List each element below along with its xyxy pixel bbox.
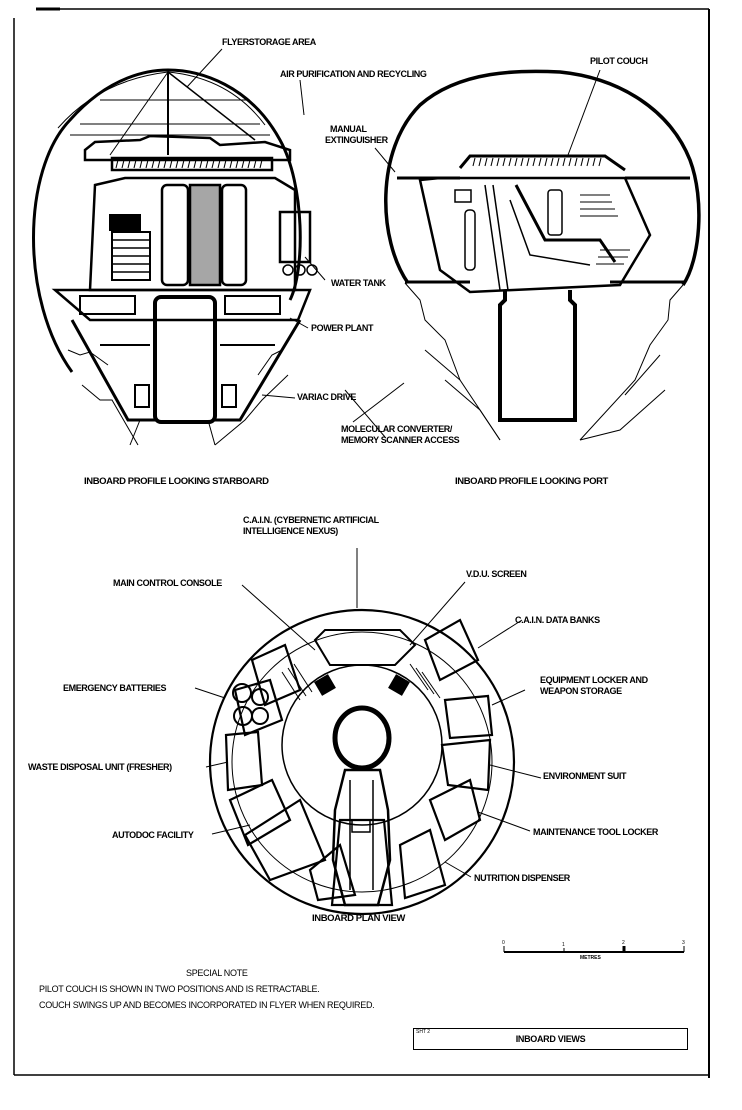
special-note-heading: SPECIAL NOTE <box>186 968 248 978</box>
callout-waste-disposal: WASTE DISPOSAL UNIT (FRESHER) <box>28 762 172 772</box>
callout-main-control-console: MAIN CONTROL CONSOLE <box>113 578 222 588</box>
special-note-line-1: PILOT COUCH IS SHOWN IN TWO POSITIONS AN… <box>39 984 320 994</box>
callout-flyer-storage-area: FLYERSTORAGE AREA <box>222 37 316 47</box>
starboard-leader-lines <box>186 48 405 438</box>
special-note-line-2: COUCH SWINGS UP AND BECOMES INCORPORATED… <box>39 1000 375 1010</box>
caption-plan-view: INBOARD PLAN VIEW <box>312 913 405 924</box>
scale-unit: METRES <box>580 955 601 961</box>
callout-emergency-batteries: EMERGENCY BATTERIES <box>63 683 167 693</box>
callout-molecular-converter-line2: MEMORY SCANNER ACCESS <box>341 435 460 445</box>
callout-variac-drive: VARIAC DRIVE <box>297 392 357 402</box>
callout-cain-line2: INTELLIGENCE NEXUS) <box>243 526 338 536</box>
callout-power-plant: POWER PLANT <box>311 323 374 333</box>
scale-tick-1: 1 <box>562 942 565 948</box>
sheet-title: INBOARD VIEWS <box>515 1034 586 1044</box>
callout-air-purification: AIR PURIFICATION AND RECYCLING <box>280 69 427 79</box>
port-leader-lines <box>567 69 601 156</box>
callout-manual-extinguisher-line1: MANUAL <box>330 124 367 134</box>
callout-manual-extinguisher-line2: EXTINGUISHER <box>325 135 388 145</box>
callout-vdu-screen: V.D.U. SCREEN <box>466 569 527 579</box>
callout-molecular-converter-line1: MOLECULAR CONVERTER/ <box>341 424 452 434</box>
callout-environment-suit: ENVIRONMENT SUIT <box>543 771 627 781</box>
callout-autodoc-facility: AUTODOC FACILITY <box>112 830 194 840</box>
caption-port-profile: INBOARD PROFILE LOOKING PORT <box>455 476 608 487</box>
port-profile-drawing <box>384 69 701 441</box>
callout-maintenance-tool-locker: MAINTENANCE TOOL LOCKER <box>533 827 658 837</box>
callout-nutrition-dispenser: NUTRITION DISPENSER <box>474 873 570 883</box>
callout-water-tank: WATER TANK <box>331 278 386 288</box>
plan-leader-lines <box>194 548 542 878</box>
scale-tick-3: 3 <box>682 940 685 946</box>
callout-equipment-locker-line1: EQUIPMENT LOCKER AND <box>540 675 648 685</box>
caption-starboard-profile: INBOARD PROFILE LOOKING STARBOARD <box>84 476 269 487</box>
plan-view-drawing <box>208 608 516 916</box>
scale-bar <box>503 946 685 953</box>
callout-equipment-locker-line2: WEAPON STORAGE <box>540 686 622 696</box>
sheet-number: SHT 2 <box>416 1029 431 1035</box>
scale-tick-0: 0 <box>502 940 505 946</box>
title-block: SHT 2 INBOARD VIEWS <box>413 1028 688 1050</box>
sheet-border <box>13 7 710 1078</box>
scale-tick-2: 2 <box>622 940 625 946</box>
callout-cain-line1: C.A.I.N. (CYBERNETIC ARTIFICIAL <box>243 515 379 525</box>
callout-cain-data-banks: C.A.I.N. DATA BANKS <box>515 615 600 625</box>
starboard-profile-drawing <box>32 68 318 446</box>
callout-pilot-couch: PILOT COUCH <box>590 56 648 66</box>
